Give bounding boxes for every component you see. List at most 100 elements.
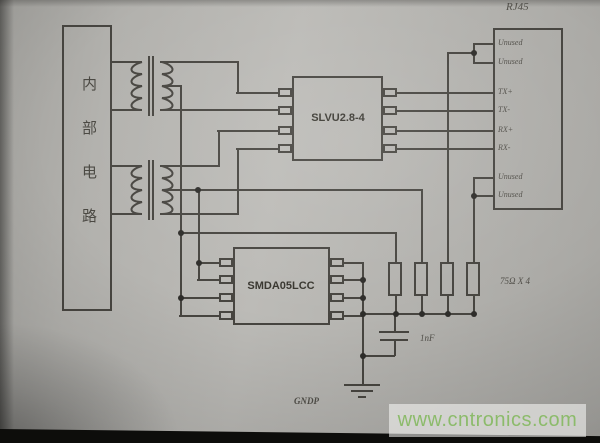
wire [236, 92, 280, 94]
wire [343, 279, 363, 281]
wire [395, 232, 397, 262]
internal-circuit-box [62, 25, 112, 311]
slvu-chip [292, 76, 383, 161]
smda-pin [330, 275, 344, 284]
wire [343, 315, 363, 317]
rj45-pin-label: Unused [498, 190, 523, 199]
wire [394, 339, 396, 356]
wire [236, 148, 280, 150]
wire [217, 130, 280, 132]
resistor-1 [388, 262, 402, 296]
wire [473, 177, 493, 179]
wire [473, 43, 493, 45]
smda-pin [330, 258, 344, 267]
wire [396, 92, 493, 94]
junction-dot [471, 50, 477, 56]
wire [179, 297, 220, 299]
wire [396, 110, 493, 112]
wire [160, 109, 280, 111]
resistor-4 [466, 262, 480, 296]
wire [197, 279, 220, 281]
junction-dot [419, 311, 425, 317]
resistor-2 [414, 262, 428, 296]
wire [395, 296, 397, 314]
ground-label: GNDP [294, 396, 319, 406]
wire [394, 313, 396, 331]
slvu-pin [278, 88, 292, 97]
smda-pin [330, 311, 344, 320]
smda-pin [330, 293, 344, 302]
rj45-pin-label: TX- [498, 105, 510, 114]
wire [237, 61, 239, 93]
wire [473, 296, 475, 314]
wire [160, 165, 220, 167]
wire [447, 52, 449, 262]
resistor-3 [440, 262, 454, 296]
junction-dot [471, 193, 477, 199]
ground-icon [351, 390, 373, 392]
wire [178, 189, 422, 191]
wire [237, 148, 239, 215]
rj45-pin-label: RX- [498, 143, 511, 152]
resistor-value-label: 75Ω X 4 [500, 276, 531, 286]
slvu-pin [278, 144, 292, 153]
ground-icon [344, 384, 380, 386]
rj45-pin-label: RX+ [498, 125, 514, 134]
smda-pin [219, 258, 233, 267]
junction-dot [445, 311, 451, 317]
junction-dot [393, 311, 399, 317]
junction-dot [196, 260, 202, 266]
slvu-pin [383, 144, 397, 153]
slvu-chip-label: SLVU2.8-4 [311, 112, 365, 124]
wire [160, 61, 239, 63]
wire [180, 85, 182, 317]
transformer-2-icon [112, 160, 182, 220]
wire [396, 148, 493, 150]
wire [421, 189, 423, 262]
junction-dot [360, 295, 366, 301]
capacitor-plate [379, 331, 409, 333]
smda-pin [219, 311, 233, 320]
rj45-pin-label: Unused [498, 172, 523, 181]
wire [421, 296, 423, 314]
slvu-pin [383, 88, 397, 97]
internal-circuit-label: 内部电路 [80, 76, 97, 252]
transformer-1-icon [112, 56, 182, 116]
junction-dot [178, 230, 184, 236]
wire [343, 297, 363, 299]
rj45-connector [493, 28, 563, 210]
wire [447, 52, 474, 54]
junction-dot [471, 311, 477, 317]
junction-dot [178, 295, 184, 301]
slvu-pin [383, 106, 397, 115]
wire [473, 62, 493, 64]
wire [396, 130, 493, 132]
junction-dot [195, 187, 201, 193]
wire [343, 262, 364, 264]
wire [362, 262, 364, 385]
watermark-text: www.cntronics.com [397, 409, 578, 431]
smda-chip-label: SMDA05LCC [247, 280, 315, 292]
rj45-pin-label: TX+ [498, 87, 513, 96]
capacitor-value-label: 1nF [420, 333, 435, 343]
junction-dot [360, 353, 366, 359]
junction-dot [360, 277, 366, 283]
rj45-title: RJ45 [506, 1, 529, 13]
smda-chip [233, 247, 330, 325]
wire [473, 177, 475, 262]
wire [198, 189, 200, 281]
slvu-pin [278, 126, 292, 135]
wire [179, 315, 220, 317]
smda-pin [219, 275, 233, 284]
wire [218, 130, 220, 167]
rj45-pin-label: Unused [498, 38, 523, 47]
wire [180, 232, 396, 234]
wire [473, 195, 493, 197]
slvu-pin [278, 106, 292, 115]
watermark: www.cntronics.com [389, 404, 586, 437]
wire [197, 262, 220, 264]
rj45-pin-label: Unused [498, 57, 523, 66]
wire [447, 296, 449, 314]
